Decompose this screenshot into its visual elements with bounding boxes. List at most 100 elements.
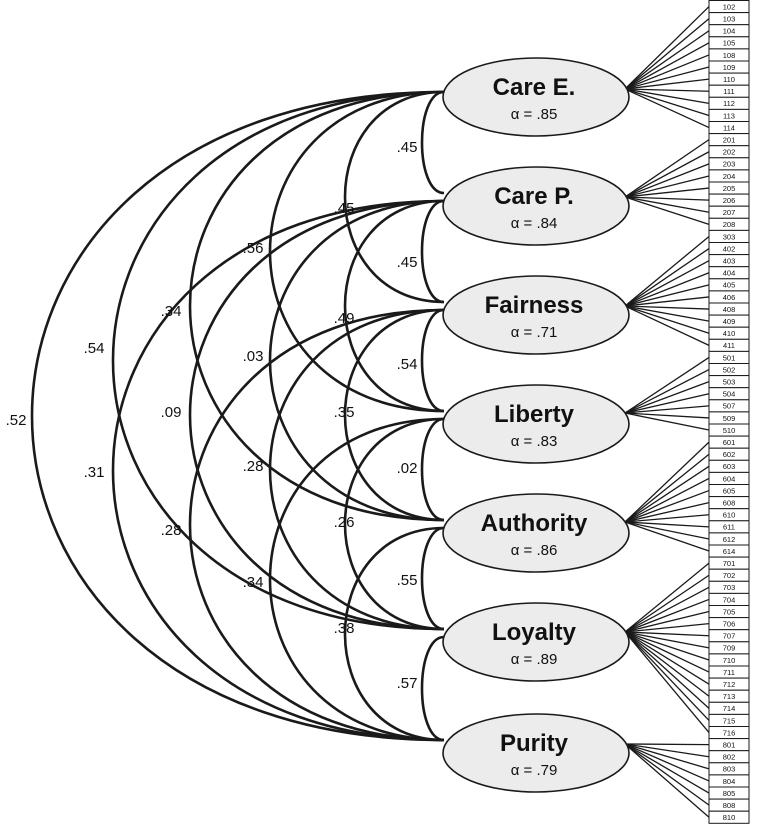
factor-name-liberty: Liberty: [494, 401, 575, 428]
factor-alpha-purity: α = .79: [511, 762, 558, 779]
indicator-label-805: 805: [723, 789, 736, 798]
loading-line-603: [624, 465, 710, 523]
loading-line-605: [624, 489, 710, 523]
factor-alpha-authority: α = .86: [511, 542, 558, 559]
correlation-arc-0-5: [111, 90, 445, 631]
correlation-label-1-4: .03: [243, 348, 264, 365]
loading-line-704: [624, 598, 710, 633]
loading-line-705: [624, 610, 710, 633]
loading-line-114: [624, 88, 710, 129]
loading-line-714: [624, 631, 710, 709]
loading-line-113: [624, 88, 710, 117]
loading-line-405: [624, 284, 710, 307]
indicator-label-404: 404: [723, 269, 736, 278]
correlation-arc-0-4: [188, 90, 445, 522]
loading-line-612: [624, 521, 710, 540]
indicator-label-105: 105: [723, 39, 736, 48]
loading-line-702: [624, 574, 710, 633]
indicator-label-408: 408: [723, 305, 736, 314]
indicator-label-409: 409: [723, 317, 736, 326]
correlation-label-4-5: .55: [397, 572, 418, 589]
loading-line-703: [624, 586, 710, 633]
correlation-arc-4-6: [343, 526, 445, 742]
loading-line-601: [624, 441, 710, 523]
loading-line-204: [624, 175, 710, 198]
loading-line-608: [624, 502, 710, 523]
indicator-label-710: 710: [723, 656, 736, 665]
correlation-label-0-1: .45: [397, 139, 418, 156]
correlation-labels: .45.45.54.02.55.57.45.49.35.26.38.56.03.…: [6, 139, 418, 692]
indicator-label-510: 510: [723, 426, 736, 435]
factor-alpha-care-e: α = .85: [511, 106, 558, 123]
indicator-label-502: 502: [723, 365, 736, 374]
factor-ellipse-liberty: [442, 384, 630, 464]
indicator-items: 1021031041051081091101111121131142012022…: [708, 0, 750, 824]
correlation-label-0-5: .54: [84, 340, 105, 357]
loading-line-604: [624, 477, 710, 523]
loading-line-303: [624, 235, 710, 307]
indicator-label-201: 201: [723, 135, 736, 144]
indicator-label-713: 713: [723, 692, 736, 701]
loading-line-711: [624, 631, 710, 673]
indicator-label-703: 703: [723, 583, 736, 592]
loading-line-715: [624, 631, 710, 721]
loading-line-509: [624, 412, 710, 419]
loading-line-110: [624, 78, 710, 90]
indicator-label-706: 706: [723, 619, 736, 628]
loading-line-202: [624, 151, 710, 198]
indicator-label-802: 802: [723, 753, 736, 762]
correlation-arc-4-5: [420, 526, 445, 631]
indicator-label-411: 411: [723, 341, 735, 350]
correlation-arc-1-6: [111, 199, 445, 742]
correlation-arc-3-4: [420, 417, 445, 522]
loading-line-507: [624, 405, 710, 414]
indicator-label-203: 203: [723, 160, 736, 169]
correlation-label-1-3: .49: [334, 310, 355, 327]
loading-line-411: [624, 305, 710, 346]
correlation-arc-0-6: [30, 90, 445, 742]
indicator-label-204: 204: [723, 172, 736, 181]
indicator-label-808: 808: [723, 801, 736, 810]
indicator-label-709: 709: [723, 644, 736, 653]
factor-ellipse-authority: [442, 493, 630, 573]
indicator-label-205: 205: [723, 184, 736, 193]
correlation-arc-2-4: [343, 308, 445, 522]
correlation-label-1-5: .09: [161, 404, 182, 421]
factor-name-loyalty: Loyalty: [492, 619, 577, 646]
indicator-label-608: 608: [723, 498, 736, 507]
factor-alpha-fairness: α = .71: [511, 324, 558, 341]
indicator-label-801: 801: [723, 740, 736, 749]
indicator-label-507: 507: [723, 402, 736, 411]
loading-line-712: [624, 631, 710, 685]
loading-line-108: [624, 54, 710, 90]
indicator-label-208: 208: [723, 220, 736, 229]
loading-line-808: [624, 743, 710, 806]
loading-line-406: [624, 296, 710, 307]
loading-line-208: [624, 196, 710, 225]
factor-name-fairness: Fairness: [485, 292, 584, 319]
correlation-label-2-6: .28: [161, 522, 182, 539]
loading-line-104: [624, 30, 710, 90]
loading-line-803: [624, 743, 710, 770]
correlation-arc-1-4: [268, 199, 445, 522]
indicator-label-104: 104: [723, 27, 736, 36]
correlation-arc-1-3: [343, 199, 445, 413]
correlation-arc-5-6: [420, 635, 445, 742]
indicator-label-207: 207: [723, 208, 736, 217]
factor-ellipse-care-e: [442, 57, 630, 137]
indicator-label-603: 603: [723, 462, 736, 471]
correlation-label-3-6: .34: [243, 574, 264, 591]
indicator-box-810: [708, 810, 750, 824]
indicator-label-402: 402: [723, 244, 736, 253]
loading-line-111: [624, 88, 710, 92]
factor-care-e: Care E.α = .85: [442, 57, 630, 137]
factor-alpha-liberty: α = .83: [511, 433, 558, 450]
correlation-label-2-3: .54: [397, 356, 418, 373]
correlation-arc-2-3: [420, 308, 445, 413]
loading-line-804: [624, 743, 710, 782]
correlation-arc-2-6: [188, 308, 445, 742]
loading-line-409: [624, 305, 710, 322]
loading-line-501: [624, 356, 710, 414]
